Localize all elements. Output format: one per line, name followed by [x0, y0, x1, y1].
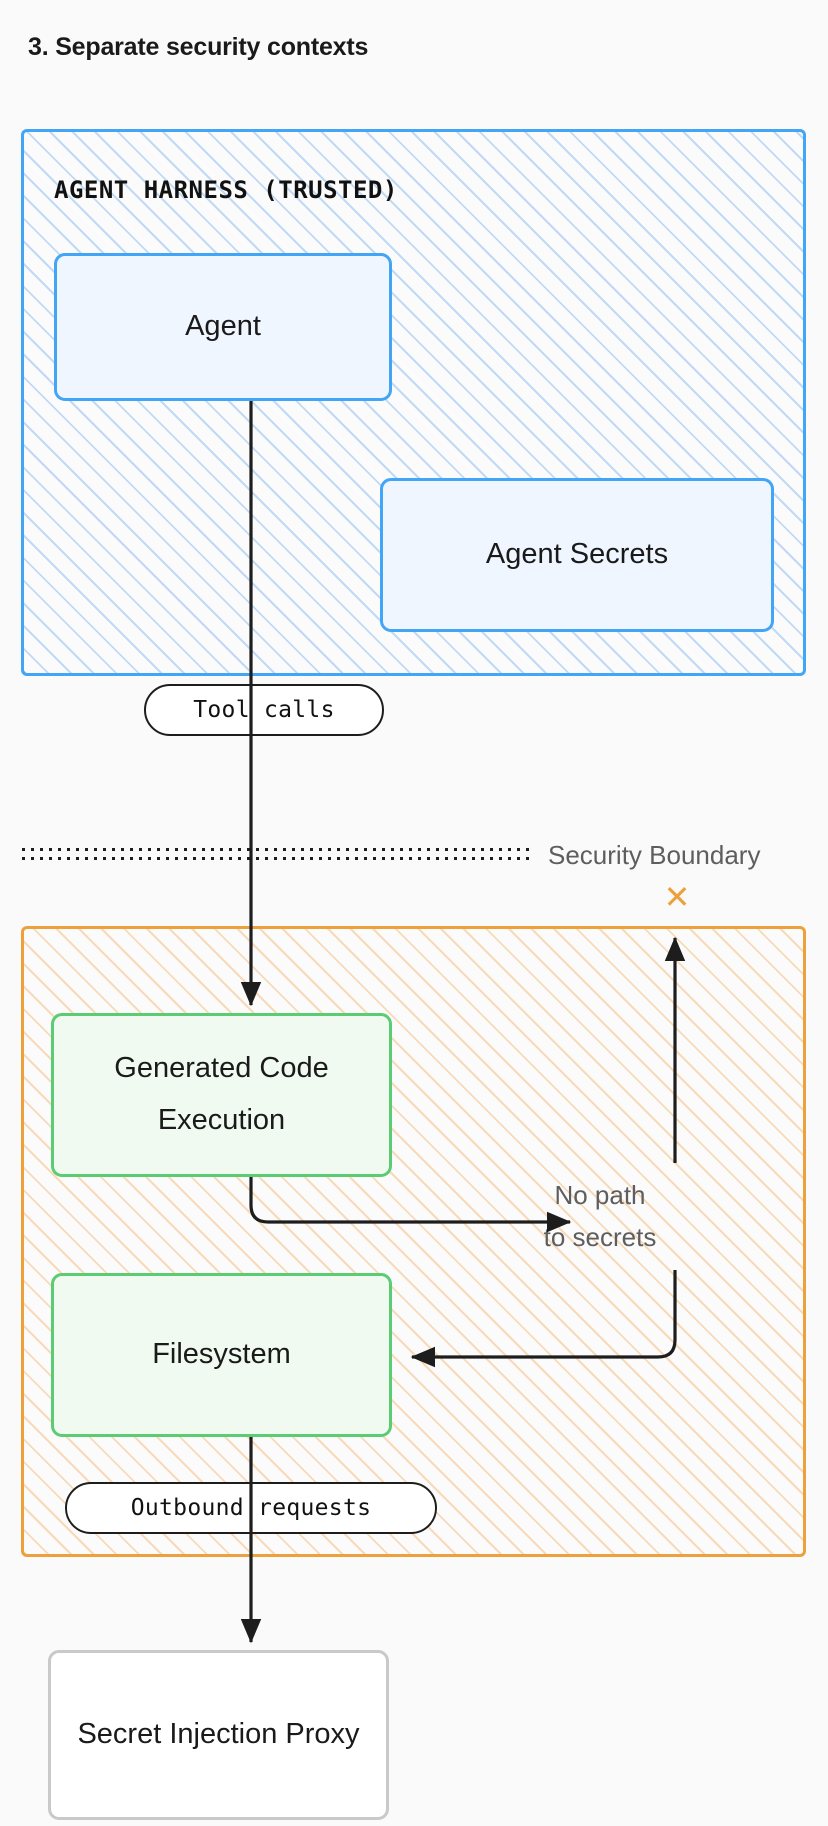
node-agent-secrets-label: Agent Secrets: [485, 538, 669, 571]
edge-label-outbound-requests-text: Outbound requests: [130, 1495, 372, 1521]
security-boundary-dot-row-top: [22, 848, 532, 851]
node-generated-code-execution[interactable]: Generated Code Execution: [51, 1013, 392, 1177]
edge-label-tool-calls-text: Tool calls: [193, 697, 335, 723]
node-agent[interactable]: Agent: [54, 253, 392, 401]
node-agent-label: Agent: [185, 310, 261, 343]
security-boundary-dot-row-bottom: [22, 857, 532, 860]
node-generated-code-execution-label: Generated Code Execution: [114, 1052, 329, 1136]
x-mark-icon: ✕: [663, 879, 691, 915]
annotation-no-path-to-secrets: No path to secrets: [510, 1175, 690, 1258]
edge-label-tool-calls: Tool calls: [144, 684, 384, 736]
annotation-no-path-line-2: to secrets: [543, 1221, 657, 1252]
security-boundary-divider: [22, 848, 532, 860]
node-filesystem-label: Filesystem: [152, 1338, 291, 1371]
zone-label-agent-harness: AGENT HARNESS (TRUSTED): [54, 176, 398, 204]
zone-agent-harness-trusted: [21, 129, 806, 676]
node-agent-secrets[interactable]: Agent Secrets: [380, 478, 774, 632]
security-boundary-label: Security Boundary: [548, 840, 761, 870]
page-title: 3. Separate security contexts: [28, 33, 369, 61]
edge-label-outbound-requests: Outbound requests: [65, 1482, 437, 1534]
node-secret-injection-proxy[interactable]: Secret Injection Proxy: [48, 1650, 389, 1820]
annotation-no-path-line-1: No path: [554, 1180, 646, 1210]
node-filesystem[interactable]: Filesystem: [51, 1273, 392, 1437]
node-secret-injection-proxy-label: Secret Injection Proxy: [77, 1718, 360, 1751]
